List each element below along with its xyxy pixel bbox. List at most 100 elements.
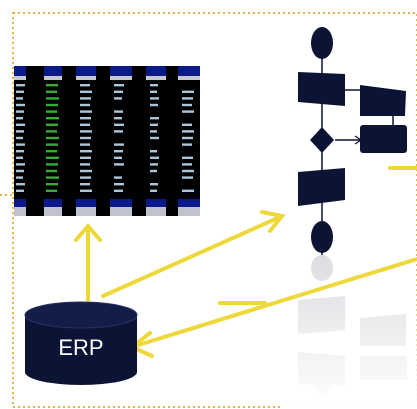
terminal-text-line bbox=[46, 169, 57, 173]
terminal-text-line bbox=[16, 169, 24, 173]
terminal-text-line bbox=[16, 183, 25, 186]
terminal-text-line bbox=[182, 110, 194, 113]
terminal-text-line bbox=[182, 103, 192, 107]
terminal-text-line bbox=[182, 143, 192, 146]
terminal-text-line bbox=[80, 176, 91, 179]
terminal-text-line bbox=[46, 130, 57, 133]
arrowhead-up bbox=[74, 222, 102, 242]
terminal-text-line bbox=[16, 136, 23, 140]
terminal-text-line bbox=[182, 136, 193, 140]
terminal-text-line bbox=[46, 117, 59, 120]
terminal-text-line bbox=[80, 130, 92, 133]
terminal-text-line bbox=[80, 156, 91, 159]
flow-step-node bbox=[360, 85, 406, 116]
terminal-text-line bbox=[80, 150, 92, 153]
arrowhead-right bbox=[260, 210, 286, 233]
terminal-text-line bbox=[114, 163, 124, 166]
terminal-text-line bbox=[16, 176, 23, 179]
terminal-text-line bbox=[182, 123, 192, 126]
terminal-text-line bbox=[46, 97, 59, 100]
arrow-flowchart-to-erp bbox=[133, 257, 417, 348]
terminal-text-line bbox=[182, 189, 194, 192]
terminal-text-line bbox=[16, 117, 23, 120]
terminal-text-line bbox=[80, 84, 90, 87]
terminal-text-line bbox=[16, 163, 25, 166]
terminal-text-line bbox=[46, 103, 58, 107]
terminal-text-line bbox=[80, 189, 92, 192]
terminal-text-line bbox=[46, 150, 57, 153]
terminal-text-line bbox=[46, 156, 59, 159]
terminal-text-line bbox=[80, 123, 90, 126]
terminal-text-line bbox=[80, 143, 90, 146]
terminal-text-line bbox=[114, 123, 124, 126]
terminal-text-line bbox=[182, 90, 194, 93]
terminal-text-line bbox=[150, 156, 159, 159]
terminal-text-line bbox=[114, 176, 122, 179]
terminal-text-line bbox=[114, 150, 123, 153]
terminal-text-line bbox=[182, 163, 192, 166]
terminal-text-line bbox=[114, 130, 123, 133]
terminal-text-line bbox=[182, 97, 193, 100]
terminal-text-line bbox=[114, 90, 123, 93]
terminal-text-line bbox=[80, 136, 91, 140]
terminal-text-line bbox=[114, 117, 122, 120]
terminal-text-line bbox=[16, 143, 25, 146]
arrow-erp-to-flowchart bbox=[101, 215, 282, 298]
terminal-text-line bbox=[150, 84, 158, 87]
flow-step-node bbox=[360, 125, 407, 153]
terminal-text-line bbox=[16, 130, 24, 133]
data-flow-arrows bbox=[74, 166, 417, 358]
terminal-screen bbox=[14, 66, 200, 216]
terminal-text-line bbox=[46, 110, 57, 113]
erp-database bbox=[24, 301, 138, 385]
terminal-text-line bbox=[150, 189, 157, 192]
terminal-text-line bbox=[182, 156, 193, 159]
terminal-text-line bbox=[80, 117, 91, 120]
terminal-text-line bbox=[16, 150, 24, 153]
terminal-text-line bbox=[46, 163, 58, 166]
terminal-text-line bbox=[80, 97, 91, 100]
terminal-text-line bbox=[16, 97, 23, 100]
flow-decision-node bbox=[310, 127, 334, 153]
flow-end-node bbox=[311, 221, 333, 253]
terminal-text-line bbox=[80, 183, 90, 186]
terminal-text-line bbox=[16, 110, 24, 113]
terminal-text-line bbox=[46, 123, 58, 126]
terminal-text-line bbox=[46, 84, 58, 87]
terminal-text-line bbox=[150, 90, 157, 93]
terminal-text-line bbox=[150, 163, 158, 166]
terminal-text-line bbox=[182, 130, 194, 133]
terminal-text-line bbox=[114, 84, 124, 87]
terminal-text-line bbox=[150, 183, 158, 186]
terminal-text-line bbox=[182, 176, 193, 179]
terminal-text-line bbox=[114, 143, 124, 146]
terminal-text-line bbox=[16, 123, 25, 126]
terminal-text-line bbox=[150, 130, 157, 133]
terminal-text-line bbox=[16, 84, 25, 87]
terminal-text-line bbox=[150, 103, 158, 107]
terminal-text-line bbox=[150, 123, 158, 126]
terminal-text-line bbox=[16, 90, 24, 93]
terminal-text-line bbox=[46, 136, 59, 140]
flow-step-node bbox=[298, 168, 345, 206]
terminal-text-line bbox=[114, 183, 124, 186]
terminal-text-line bbox=[150, 97, 159, 100]
terminal-text-line bbox=[80, 110, 92, 113]
terminal-text-line bbox=[80, 103, 90, 107]
terminal-text-line bbox=[150, 117, 159, 120]
terminal-text-line bbox=[80, 163, 90, 166]
flowchart bbox=[298, 27, 407, 255]
terminal-text-line bbox=[46, 90, 57, 93]
flow-step-node bbox=[298, 72, 345, 106]
terminal-text-line bbox=[150, 150, 157, 153]
terminal-text-line bbox=[114, 110, 123, 113]
terminal-text-line bbox=[150, 169, 157, 173]
terminal-text-line bbox=[150, 136, 159, 140]
erp-label: ERP bbox=[58, 335, 104, 360]
terminal-text-line bbox=[16, 103, 25, 107]
terminal-text-line bbox=[16, 156, 23, 159]
terminal-text-line bbox=[114, 189, 123, 192]
terminal-text-line bbox=[114, 97, 122, 100]
terminal-text-line bbox=[46, 176, 59, 179]
